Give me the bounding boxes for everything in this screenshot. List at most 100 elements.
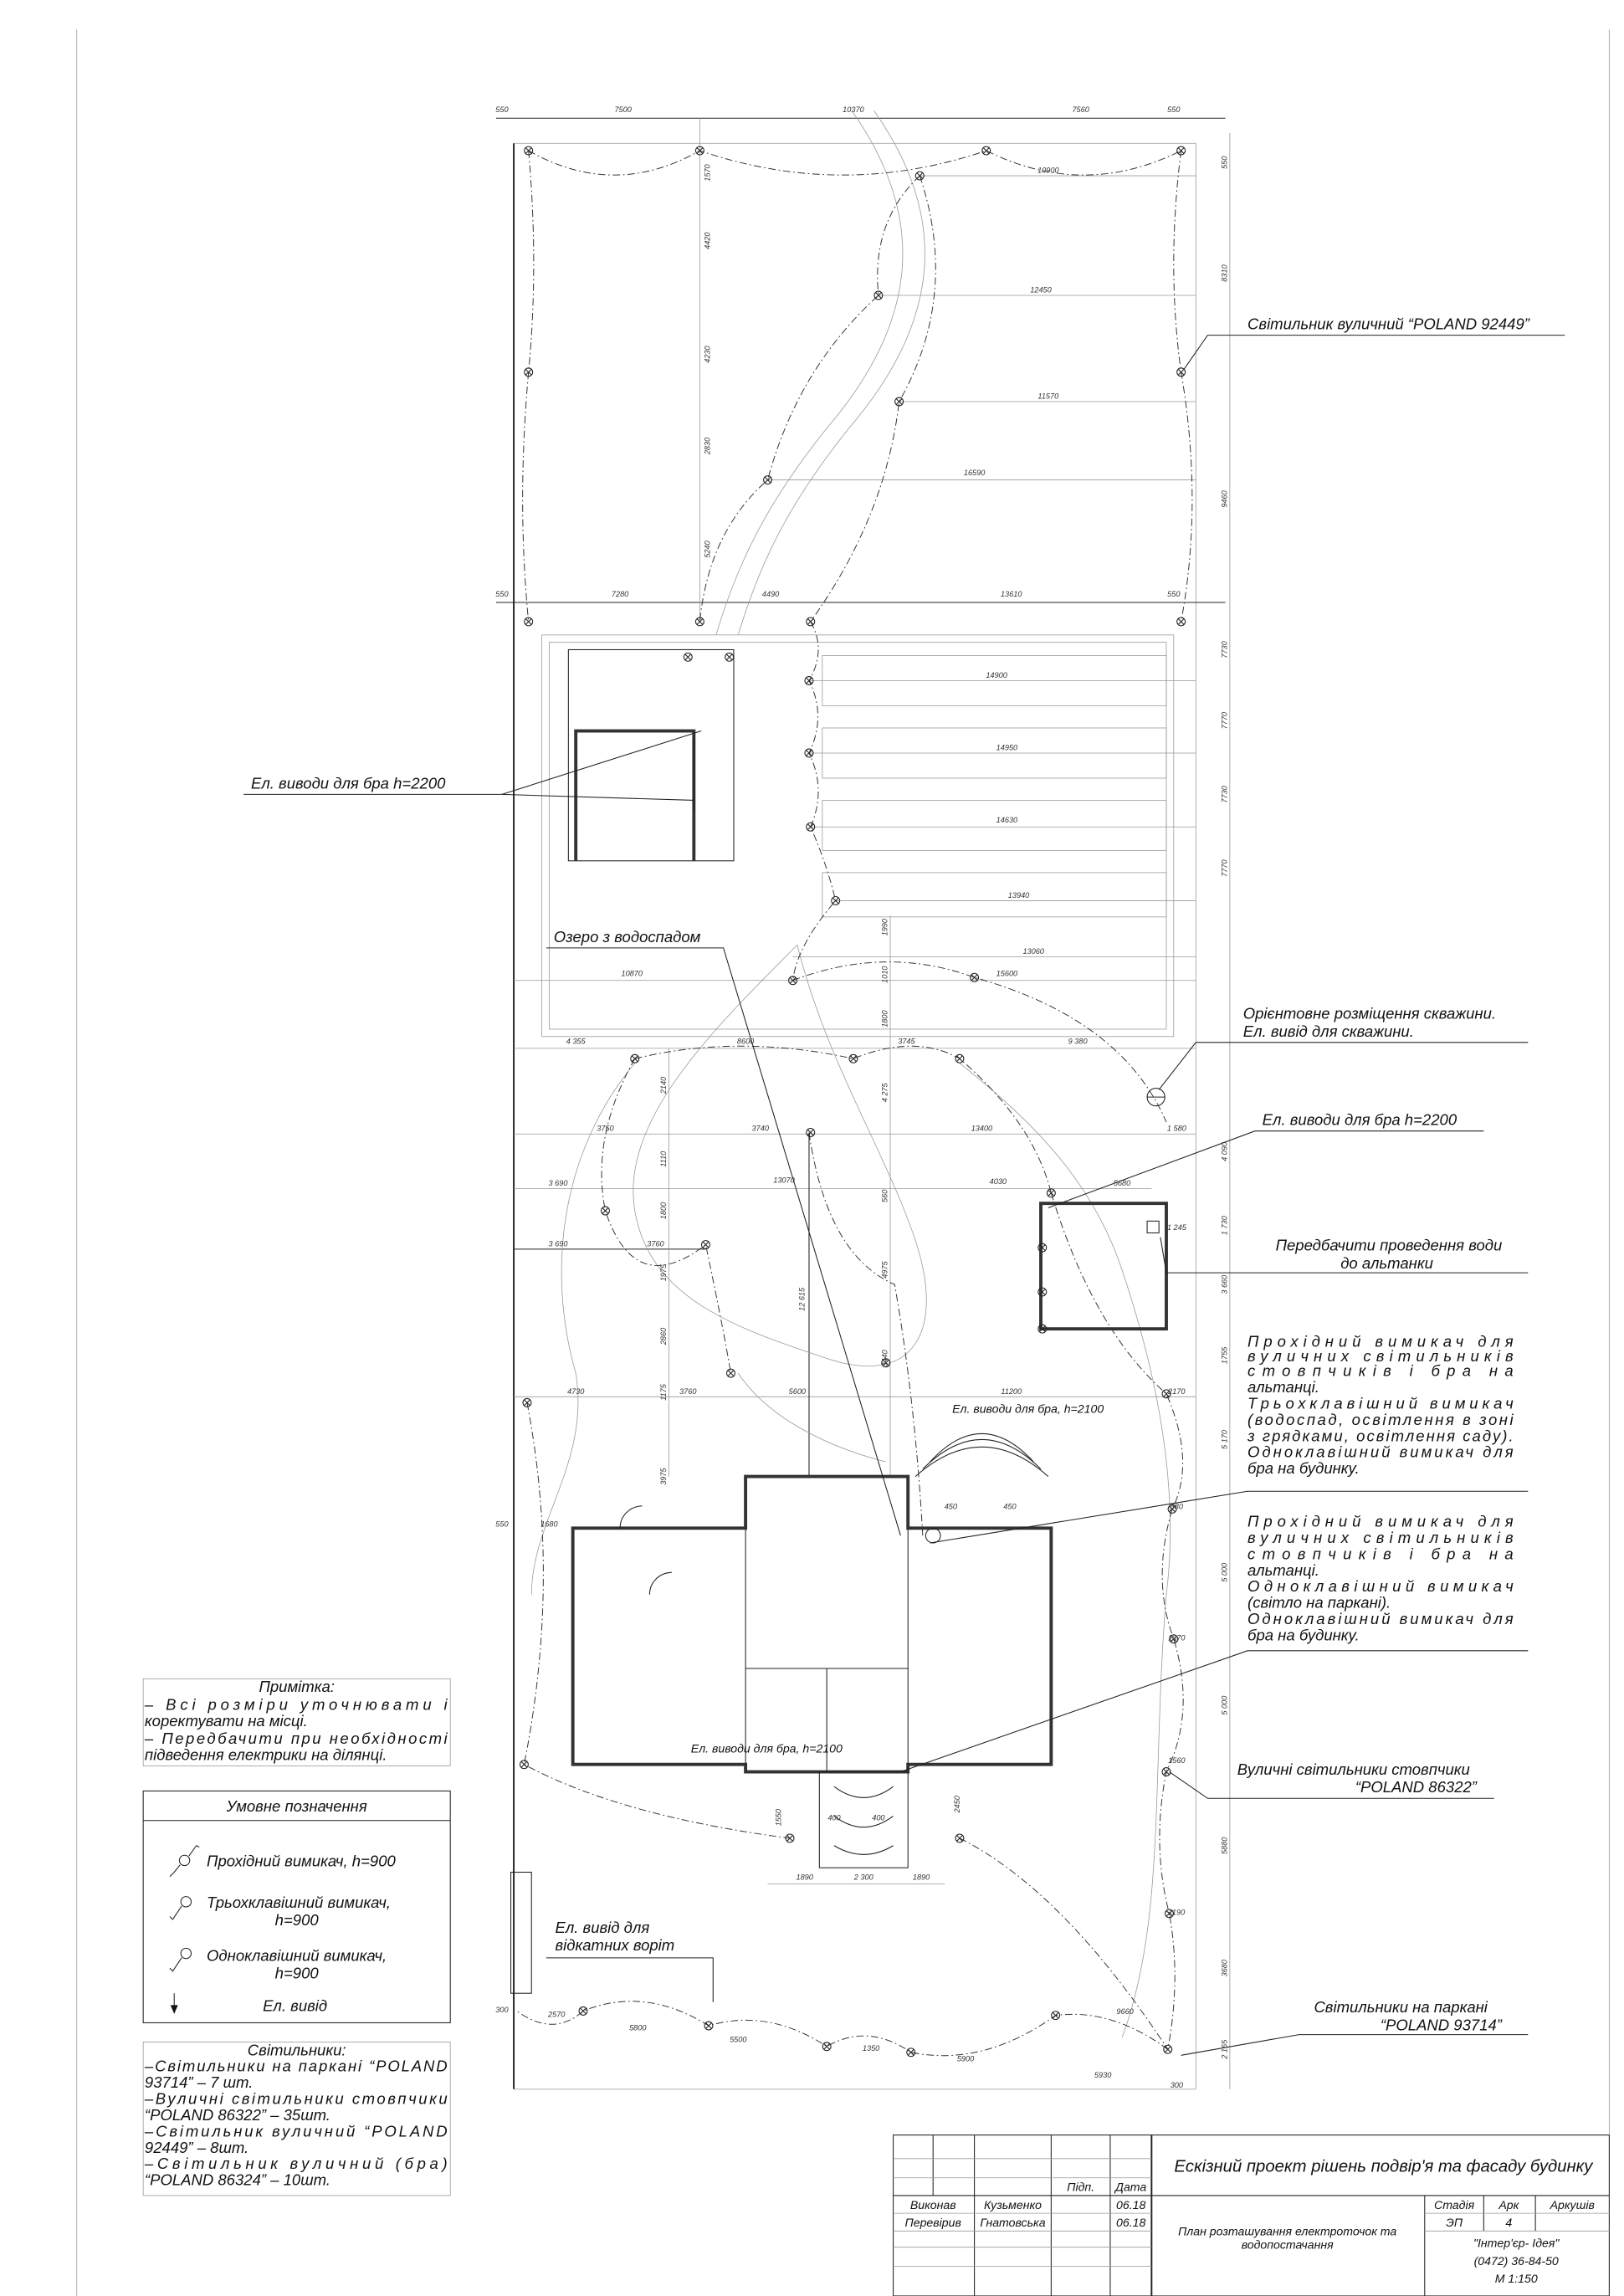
dimension-label: 1010 bbox=[880, 966, 889, 983]
lamp-icon bbox=[725, 652, 735, 662]
stage-value: ЭП bbox=[1446, 2216, 1463, 2229]
switch-note-line: альтанці. bbox=[1247, 1561, 1319, 1579]
switch-note-line: вуличних світильників bbox=[1247, 1347, 1514, 1365]
dimension-label: 1890 bbox=[796, 1873, 813, 1881]
dimension-label: 5930 bbox=[1094, 2071, 1112, 2079]
switch-note-line: Одноклавішний вимикач bbox=[1247, 1577, 1514, 1595]
sheet-title-line1: План розташування електроточок та bbox=[1178, 2225, 1396, 2238]
lamp-icon bbox=[1037, 1324, 1048, 1334]
title-block: Ескізний проект рішень подвір'я та фасад… bbox=[893, 2135, 1610, 2296]
dimension-label: 400 bbox=[827, 1814, 841, 1822]
drawing-scale: М 1:150 bbox=[1495, 2272, 1538, 2285]
dimension-label: 2860 bbox=[659, 1327, 668, 1345]
lamp-icon bbox=[630, 1053, 640, 1063]
switch-note-line: з грядками, освітлення саду). bbox=[1247, 1427, 1514, 1444]
lamp-icon bbox=[788, 976, 798, 986]
dimension-label: 9 380 bbox=[1068, 1038, 1089, 1046]
dimension-label: 7500 bbox=[614, 105, 632, 114]
fence-lamps-label-line1: Світильники на паркані bbox=[1314, 1998, 1488, 2016]
lamp-icon bbox=[881, 1358, 891, 1368]
switch-note-line: Прохідний вимикач для bbox=[1247, 1513, 1514, 1530]
dimension-label: 3740 bbox=[752, 1125, 770, 1133]
role-checked: Перевірив bbox=[905, 2216, 961, 2229]
dimension-label: 1550 bbox=[774, 1808, 782, 1826]
dimension-label: 14630 bbox=[996, 816, 1018, 824]
dimension-label: 1370 bbox=[1168, 1633, 1186, 1642]
dimension-label: 550 bbox=[495, 1520, 509, 1529]
dimension-label: 5600 bbox=[789, 1387, 807, 1396]
dimension-label: 580 bbox=[1171, 1502, 1184, 1510]
dimension-label: 4420 bbox=[704, 232, 712, 249]
dimension-label: 1 580 bbox=[1167, 1125, 1187, 1133]
lamp-icon bbox=[1161, 1389, 1171, 1399]
dimension-label: 3760 bbox=[679, 1387, 697, 1396]
three-key-switch-icon bbox=[169, 1896, 192, 1920]
notes-box: Примітка: – Всі розміри уточнювати і кор… bbox=[142, 1678, 451, 1766]
dimension-label: 8600 bbox=[737, 1038, 755, 1046]
dimension-label: 1975 bbox=[659, 1263, 668, 1281]
switch-note-2: Прохідний вимикач для вуличних світильни… bbox=[1247, 1513, 1514, 1644]
dimension-label: 14950 bbox=[996, 743, 1018, 751]
lamp-icon bbox=[848, 1053, 858, 1063]
dimension-label: 450 bbox=[1003, 1502, 1017, 1510]
luminaires-line: –Світильники на паркані “POLAND bbox=[144, 2058, 448, 2075]
project-title: Ескізний проект рішень подвір'я та фасад… bbox=[1174, 2158, 1594, 2176]
post-lamps-label-line2: “POLAND 86322” bbox=[1355, 1778, 1478, 1796]
dimension-label: 2450 bbox=[953, 1795, 961, 1813]
legend-item-label: Прохідний вимикач, h=900 bbox=[207, 1852, 396, 1869]
dimension-label: 5680 bbox=[1114, 1179, 1131, 1187]
dimension-label: 3440 bbox=[880, 1349, 889, 1366]
dimension-label: 1175 bbox=[659, 1383, 668, 1401]
house-sconce-bottom-label: Ел. виводи для бра, h=2100 bbox=[691, 1742, 843, 1755]
dimension-label: 550 bbox=[1220, 156, 1228, 169]
pass-through-switch-icon bbox=[169, 1845, 200, 1878]
dimension-label: 3 690 bbox=[549, 1239, 569, 1248]
dimension-label: 13610 bbox=[1001, 590, 1022, 598]
dimension-label: 450 bbox=[945, 1502, 958, 1510]
single-key-switch-icon bbox=[169, 1947, 192, 1972]
dimension-label: 4 275 bbox=[880, 1082, 889, 1102]
lamp-icon bbox=[804, 748, 814, 758]
dimension-label: 5 000 bbox=[1220, 1562, 1228, 1582]
dimension-label: 9460 bbox=[1220, 489, 1228, 507]
legend-item-label2: h=900 bbox=[275, 1965, 320, 1982]
stage-label: Стадія bbox=[1434, 2198, 1475, 2211]
lamp-icon bbox=[1176, 367, 1186, 377]
dimension-label: 3745 bbox=[898, 1038, 915, 1046]
well-symbol bbox=[1146, 1088, 1165, 1107]
gate-label-line1: Ел. вивід для bbox=[555, 1919, 649, 1936]
dimension-label: 550 bbox=[1167, 105, 1181, 114]
sheet-value: 4 bbox=[1505, 2216, 1512, 2229]
dimension-label: 1110 bbox=[659, 1151, 668, 1167]
dimension-label: 7560 bbox=[1072, 105, 1089, 114]
lamp-icon bbox=[894, 397, 904, 407]
notes-line: – Передбачити при необхідності bbox=[144, 1730, 448, 1747]
sconce-outlets-left-label: Ел. виводи для бра h=2200 bbox=[251, 774, 446, 792]
dimension-label: 3 690 bbox=[549, 1179, 569, 1187]
dimension-label: 1570 bbox=[704, 163, 712, 181]
legend-box: Умовне позначення Прохідний вимикач, h=9… bbox=[142, 1790, 451, 2024]
dimension-label: 1890 bbox=[913, 1873, 930, 1881]
switch-note-line: Одноклавішний вимикач для bbox=[1247, 1610, 1514, 1627]
dimension-label: 11200 bbox=[1001, 1387, 1022, 1396]
lamp-icon bbox=[519, 1760, 529, 1770]
dimension-label: 400 bbox=[872, 1814, 885, 1822]
dimension-label: 4490 bbox=[762, 590, 780, 598]
luminaires-line: –Вуличні світильники стовпчики bbox=[144, 2090, 448, 2108]
lamp-icon bbox=[683, 652, 693, 662]
dimension-label: 2170 bbox=[1167, 1387, 1186, 1396]
dimension-label: 5240 bbox=[704, 540, 712, 557]
dimension-label: 560 bbox=[880, 1189, 889, 1202]
lamp-icon bbox=[806, 1128, 816, 1137]
lamp-icon bbox=[1176, 146, 1186, 156]
dimension-label: 7280 bbox=[612, 590, 629, 598]
lamps-layer bbox=[519, 146, 1186, 2058]
electrical-outlet-arrow-icon bbox=[170, 1993, 178, 2014]
lamp-icon bbox=[694, 146, 704, 156]
lamp-icon bbox=[694, 617, 704, 627]
lamp-icon bbox=[831, 895, 841, 905]
sconce-outlets-right-label: Ел. виводи для бра h=2200 bbox=[1263, 1111, 1458, 1129]
dimension-label: 3750 bbox=[597, 1125, 614, 1133]
dimension-label: 12 615 bbox=[798, 1287, 807, 1311]
dimension-label: 3680 bbox=[1220, 1959, 1228, 1976]
